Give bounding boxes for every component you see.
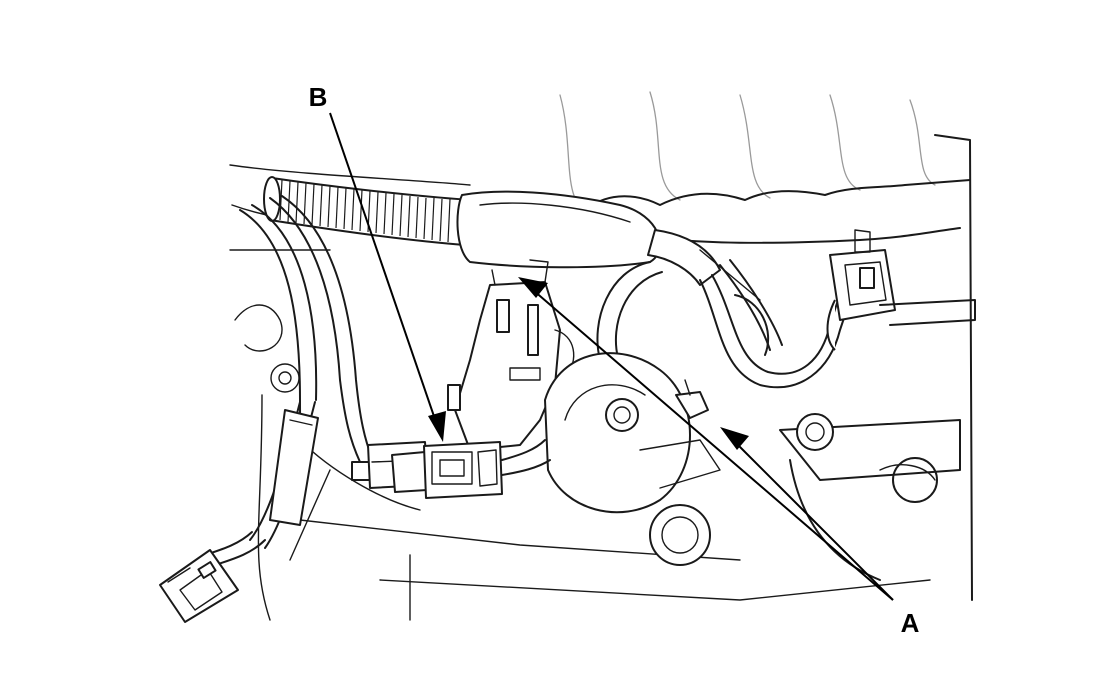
- connector-b: [351, 439, 551, 499]
- connector-right: [826, 229, 976, 351]
- wire-loop: [596, 259, 851, 409]
- harness-junction: [456, 190, 761, 301]
- callout-b-arrowhead: [428, 411, 446, 442]
- harness-clip: [675, 379, 709, 419]
- mount-bolt: [619, 474, 711, 566]
- callout-b-label: B: [309, 82, 328, 112]
- callout-b: B: [309, 82, 446, 442]
- sensor-bracket: [447, 259, 575, 451]
- bracket-right: [779, 413, 961, 581]
- callout-a: A: [518, 277, 920, 638]
- connector-lower-left: [159, 549, 239, 623]
- callout-a-label: A: [901, 608, 920, 638]
- left-wiring: [204, 195, 373, 566]
- harness-conduit: [263, 176, 471, 246]
- intake-manifold: [559, 91, 973, 601]
- callout-a-arrowhead-upper: [518, 277, 548, 298]
- engine-block-outline: [229, 164, 931, 621]
- callout-a-arrowhead-lower: [720, 427, 749, 450]
